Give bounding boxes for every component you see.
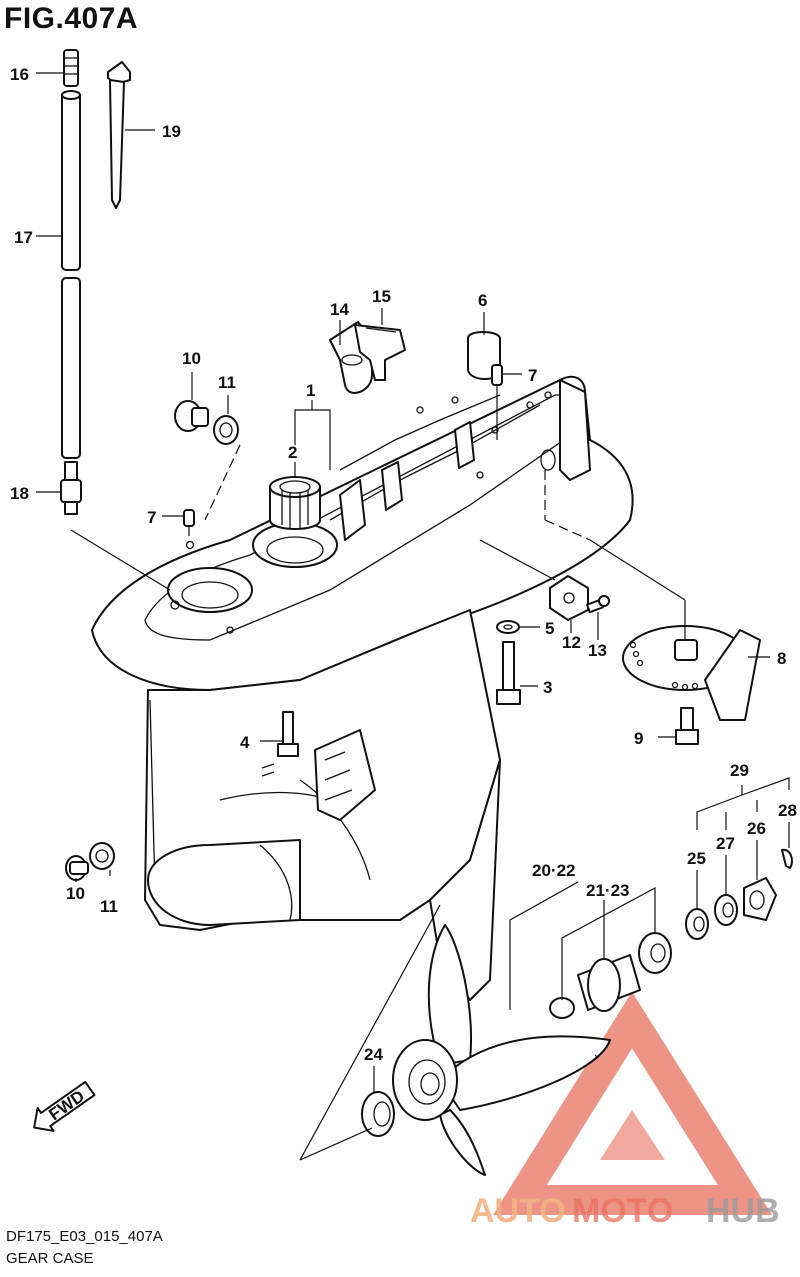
- gear-case-body: [91, 375, 634, 1001]
- callout-18: 18: [10, 484, 29, 503]
- watermark-auto: AUTO: [470, 1192, 566, 1230]
- trim-tab: [622, 625, 761, 721]
- callout-17: 17: [14, 228, 33, 247]
- callout-13: 13: [588, 641, 607, 660]
- driveshaft-assembly: [60, 49, 82, 515]
- callout-7b: 7: [147, 508, 156, 527]
- callout-10b: 10: [66, 884, 85, 903]
- callout-3: 3: [543, 678, 552, 697]
- grommet-and-pins: [183, 331, 503, 527]
- watermark-logo: [493, 991, 773, 1215]
- bolt-3-washer-5: [496, 620, 521, 705]
- watermark-moto: MOTO: [572, 1192, 673, 1230]
- callout-25: 25: [687, 849, 706, 868]
- callout-26: 26: [747, 819, 766, 838]
- plug-washer-lower: [65, 842, 115, 881]
- bearing-sleeve: [269, 476, 321, 530]
- callout-labels: 16 19 17 18 1 2 14 15 6 7 10 11 7 5 12 1…: [10, 65, 797, 1064]
- figure-name: GEAR CASE: [6, 1250, 94, 1267]
- callout-28: 28: [778, 801, 797, 820]
- callout-9: 9: [634, 729, 643, 748]
- bolt-9: [675, 707, 699, 745]
- callout-5: 5: [545, 619, 554, 638]
- prop-bushing: [549, 932, 672, 1019]
- figure-code: DF175_E03_015_407A: [6, 1228, 163, 1245]
- callout-11a: 11: [218, 373, 236, 392]
- callout-1: 1: [306, 381, 315, 400]
- callout-7a: 7: [528, 366, 537, 385]
- watermark-text: AUTO MOTO HUB: [470, 1192, 780, 1230]
- callout-24: 24: [364, 1045, 383, 1064]
- clip-parts: [329, 321, 406, 394]
- anode-block-and-screw: [549, 575, 610, 621]
- callout-19: 19: [162, 122, 181, 141]
- callout-12: 12: [562, 633, 581, 652]
- prop-nut-set: [685, 848, 793, 940]
- callout-15: 15: [372, 287, 391, 306]
- figure-title: FIG.407A: [4, 2, 139, 35]
- callout-6: 6: [478, 291, 487, 310]
- callout-14: 14: [330, 300, 349, 319]
- callout-16: 16: [10, 65, 29, 84]
- propeller: [392, 924, 611, 1176]
- callout-2: 2: [288, 443, 297, 462]
- callout-10a: 10: [182, 349, 201, 368]
- callout-4: 4: [240, 733, 250, 752]
- callout-11b: 11: [100, 897, 118, 916]
- fwd-direction-badge: FWD: [33, 1080, 96, 1132]
- thrust-washer: [361, 1091, 395, 1137]
- callout-8: 8: [777, 649, 786, 668]
- plug-washer-upper: [174, 400, 239, 445]
- watermark-hub: HUB: [706, 1192, 780, 1230]
- leader-lines: [36, 72, 790, 1161]
- callout-27: 27: [716, 834, 735, 853]
- cable-tie: [107, 61, 131, 209]
- callout-29: 29: [730, 761, 749, 780]
- callout-21-23: 21·23: [586, 881, 629, 900]
- callout-20-22: 20·22: [532, 861, 575, 880]
- bolt-4: [277, 711, 299, 757]
